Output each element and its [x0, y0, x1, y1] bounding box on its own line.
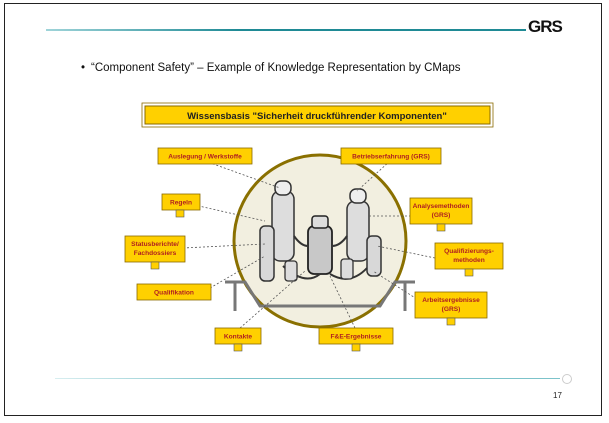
- grs-logo: GRS: [528, 17, 564, 36]
- svg-text:Analysemethoden: Analysemethoden: [413, 203, 470, 210]
- knowledge-map-diagram: Wissensbasis "Sicherheit druckführender …: [124, 102, 504, 352]
- node-arbeitsergebnisse: Arbeitsergebnisse (GRS): [414, 291, 488, 326]
- svg-text:Fachdossiers: Fachdossiers: [134, 250, 177, 257]
- document-icon: [436, 223, 446, 232]
- svg-text:Auslegung / Werkstoffe: Auslegung / Werkstoffe: [168, 154, 242, 161]
- node-statusberichte: Statusberichte/ Fachdossiers: [124, 235, 186, 270]
- node-qualifizierungsmethoden: Qualifizierungs- methoden: [434, 242, 504, 277]
- document-icon: [175, 209, 185, 218]
- node-regeln: Regeln: [161, 193, 201, 218]
- node-analysemethoden: Analysemethoden (GRS): [409, 197, 473, 232]
- svg-text:Regeln: Regeln: [170, 200, 192, 207]
- svg-text:(GRS): (GRS): [442, 306, 461, 313]
- footer-rule: [55, 378, 560, 379]
- bullet-text: “Component Safety” – Example of Knowledg…: [91, 62, 461, 74]
- bullet-item: • “Component Safety” – Example of Knowled…: [81, 62, 461, 74]
- diagram-title-frame: [141, 102, 494, 128]
- svg-text:Arbeitsergebnisse: Arbeitsergebnisse: [422, 297, 480, 304]
- diagram-title-box: [144, 105, 491, 125]
- concept-links: [182, 160, 436, 329]
- svg-text:methoden: methoden: [453, 257, 485, 264]
- svg-text:Betriebserfahrung (GRS): Betriebserfahrung (GRS): [352, 154, 430, 161]
- node-auslegung: Auslegung / Werkstoffe: [157, 147, 253, 165]
- document-icon: [150, 261, 160, 270]
- svg-text:(GRS): (GRS): [432, 212, 451, 219]
- node-qualifikation: Qualifikation: [136, 283, 212, 301]
- document-icon: [233, 343, 243, 352]
- header-rule: [46, 29, 526, 31]
- support-frame: [225, 280, 415, 308]
- document-icon: [446, 317, 456, 326]
- slide: GRS • “Component Safety” – Example of Kno…: [4, 3, 602, 416]
- logo-text: GRS: [528, 17, 563, 36]
- svg-text:Qualifizierungs-: Qualifizierungs-: [444, 248, 494, 255]
- document-icon: [351, 343, 361, 352]
- svg-text:Qualifikation: Qualifikation: [154, 290, 194, 297]
- reactor-components-illustration: [259, 180, 382, 282]
- svg-text:Statusberichte/: Statusberichte/: [131, 241, 179, 248]
- document-icon: [464, 268, 474, 277]
- node-fue-ergebnisse: F&E-Ergebnisse: [318, 327, 394, 352]
- page-number: 17: [553, 391, 562, 400]
- node-kontakte: Kontakte: [214, 327, 262, 352]
- footer-circle-icon: [562, 374, 572, 384]
- diagram-title: Wissensbasis "Sicherheit druckführender …: [187, 111, 447, 122]
- bullet-dot: •: [81, 62, 86, 74]
- svg-text:Kontakte: Kontakte: [224, 334, 253, 341]
- node-betriebserfahrung: Betriebserfahrung (GRS): [340, 147, 442, 165]
- svg-text:F&E-Ergebnisse: F&E-Ergebnisse: [331, 334, 382, 341]
